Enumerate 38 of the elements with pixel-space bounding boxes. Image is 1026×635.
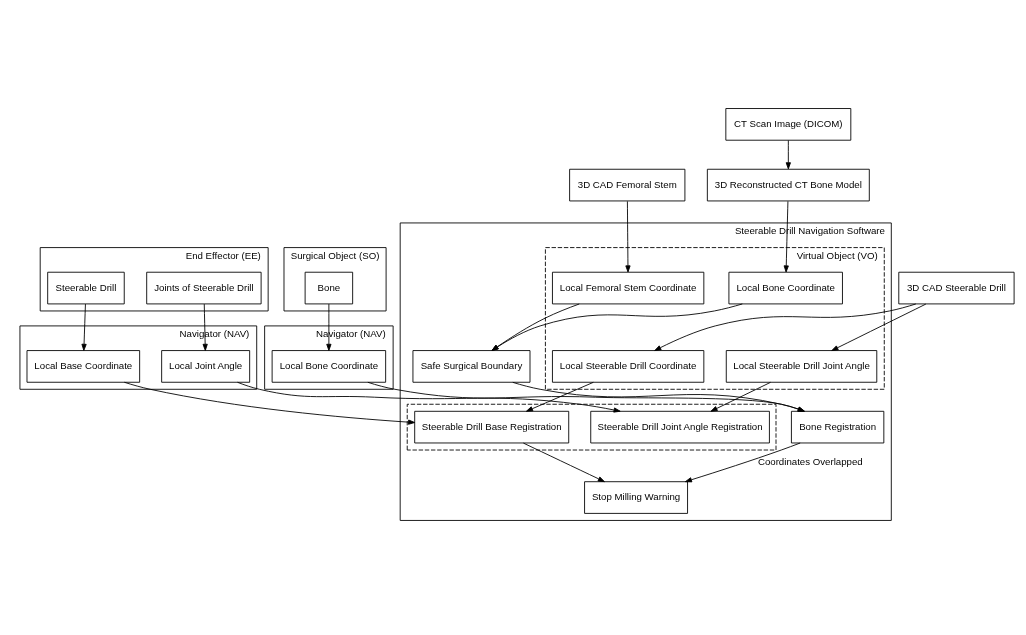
node-box: 3D CAD Femoral Stem — [568, 168, 685, 201]
arrow — [684, 442, 801, 482]
arrow — [525, 381, 594, 412]
arrow — [325, 303, 331, 351]
node-box: Local Bone Coordinate — [727, 271, 843, 304]
arrow — [491, 303, 580, 351]
arrow — [123, 381, 415, 425]
node-box: Stop Milling Warning — [583, 480, 688, 514]
arrow — [783, 200, 789, 272]
node-box: Bone Registration — [790, 410, 884, 443]
arrow — [202, 303, 208, 351]
arrow — [624, 200, 631, 272]
arrow — [80, 303, 87, 351]
node-box: Local Steerable Drill Joint Angle — [725, 349, 877, 383]
edge-label: Coordinates Overlapped — [757, 455, 863, 467]
node-box: Local Bone Coordinate — [271, 349, 386, 383]
arrow — [236, 381, 621, 413]
node-box: Local Steerable Drill Coordinate — [551, 349, 704, 383]
node-box: Steerable Drill Base Registration — [413, 410, 569, 443]
node-box: Steerable Drill — [46, 271, 125, 304]
arrow — [785, 139, 791, 169]
node-box: Bone — [304, 271, 353, 304]
arrow — [511, 381, 805, 412]
arrow — [710, 381, 771, 412]
node-box: Local Base Coordinate — [26, 349, 140, 383]
arrow — [830, 303, 926, 351]
node-box: Local Femoral Stem Coordinate — [551, 271, 704, 304]
node-box: Joints of Steerable Drill — [145, 271, 262, 304]
node-box: Safe Surgical Boundary — [412, 349, 530, 383]
arrow — [491, 303, 743, 351]
arrow — [653, 303, 916, 351]
node-box: CT Scan Image (DICOM) — [724, 107, 851, 141]
arrow — [522, 442, 605, 482]
node-box: Steerable Drill Joint Angle Registration — [589, 410, 770, 443]
node-box: Local Joint Angle — [160, 349, 250, 383]
arrow — [366, 381, 805, 412]
node-box: 3D Reconstructed CT Bone Model — [706, 168, 870, 201]
node-box: 3D CAD Steerable Drill — [897, 271, 1015, 304]
